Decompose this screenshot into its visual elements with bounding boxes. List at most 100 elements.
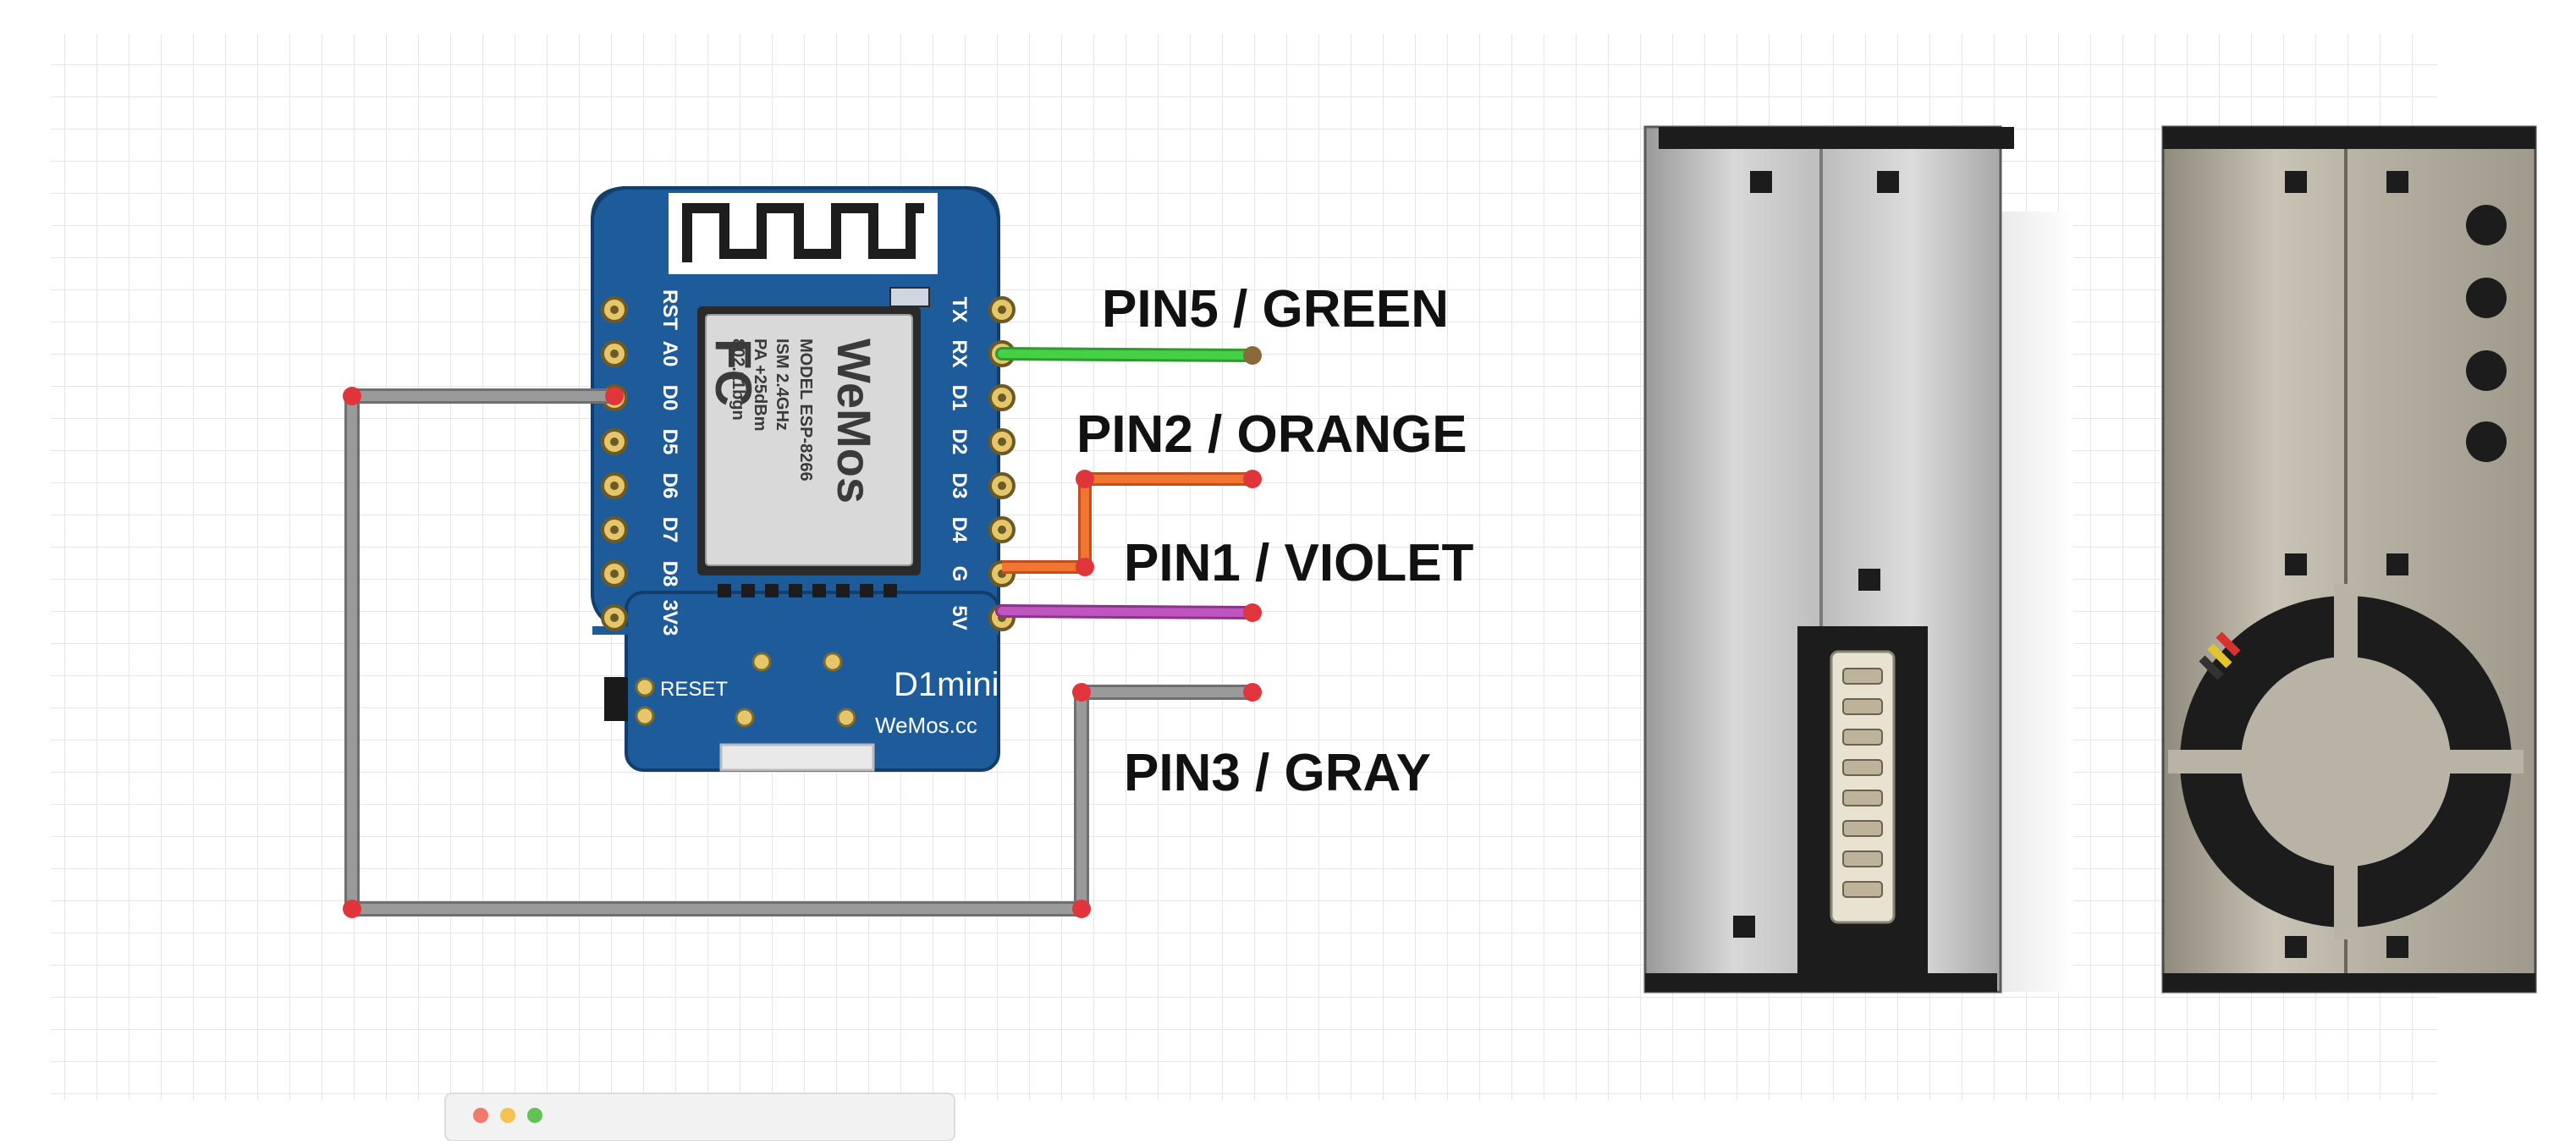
- reset-label: RESET: [660, 678, 728, 701]
- front-housing-hole: [2386, 171, 2408, 193]
- module-model-label: MODEL ESP-8266: [796, 339, 815, 482]
- green-wire: [998, 350, 1257, 360]
- connector-pin: [1842, 820, 1883, 837]
- front-housing-hole: [2285, 936, 2307, 958]
- module-pad: [789, 584, 802, 597]
- smd-component: [889, 287, 930, 307]
- reset-switch[interactable]: [604, 677, 628, 721]
- module-pa-label: PA +25dBm: [751, 339, 769, 431]
- connector-pin: [1842, 790, 1883, 806]
- wire-bend-marker: [343, 387, 361, 405]
- orange-wire: [1002, 475, 1252, 571]
- sensor-top-edge: [1659, 127, 2014, 149]
- partial-window-bar: [444, 1093, 955, 1142]
- wire-end-marker: [1243, 346, 1262, 365]
- board-pad: [823, 652, 843, 672]
- right-pin-label: TX: [948, 297, 971, 323]
- module-pad: [883, 584, 897, 597]
- connector-pin: [1842, 668, 1883, 685]
- module-brand-label: WeMos: [828, 339, 881, 504]
- left-pin-label: RST: [658, 289, 681, 330]
- sensor-front-bottom-edge: [2163, 973, 2535, 992]
- pm-sensor-connector-side: [1643, 125, 2073, 994]
- wemos-d1-mini-board: WeMos MODEL ESP-8266 ISM 2.4GHz PA +25dB…: [591, 186, 1016, 772]
- module-pads: [718, 584, 897, 597]
- left-pin-label: D8: [658, 561, 681, 587]
- front-housing-hole: [2285, 553, 2307, 575]
- gray-wire: [347, 391, 1252, 914]
- window-maximize-icon[interactable]: [527, 1108, 542, 1123]
- module-pad: [860, 584, 873, 597]
- left-pin-label: D7: [658, 517, 681, 543]
- fan-icon: [2168, 584, 2524, 939]
- connector-pin: [1842, 850, 1883, 867]
- wire-end-marker: [605, 387, 624, 405]
- vent-hole: [2466, 278, 2507, 318]
- vent-hole: [2466, 421, 2507, 462]
- gray-wire-label: PIN3 / GRAY: [1124, 744, 1431, 802]
- module-pad: [812, 584, 826, 597]
- housing-hole: [1858, 569, 1880, 591]
- brand-label: WeMos.cc: [875, 713, 977, 738]
- front-housing-hole: [2386, 553, 2408, 575]
- module-ism-label: ISM 2.4GHz: [773, 339, 791, 431]
- fcc-mark: FC: [705, 339, 762, 406]
- board-pad: [836, 707, 856, 728]
- connector-pin: [1842, 881, 1883, 898]
- module-pad: [836, 584, 850, 597]
- wire-bend-marker: [1076, 470, 1094, 488]
- orange-wire-label: PIN2 / ORANGE: [1076, 405, 1467, 464]
- wire-end-marker: [1243, 603, 1262, 622]
- right-pin-label: D2: [948, 429, 971, 455]
- module-label-group: WeMos MODEL ESP-8266 ISM 2.4GHz PA +25dB…: [705, 339, 881, 504]
- usb-port: [719, 743, 875, 772]
- connector-pins: [1842, 668, 1883, 898]
- wire-bend-marker: [1076, 558, 1094, 576]
- right-pin-label: G: [948, 566, 971, 582]
- esp-module-shield: [705, 314, 913, 566]
- pm-sensor-fan-side: [2161, 125, 2537, 994]
- left-pin-label: D6: [658, 473, 681, 499]
- left-pin-label: 3V3: [658, 600, 681, 636]
- model-label: D1mini: [894, 666, 999, 703]
- violet-wire: [998, 607, 1257, 617]
- board-pad: [751, 652, 772, 672]
- connector-pin: [1842, 698, 1883, 715]
- sensor-front-top-edge: [2163, 127, 2535, 149]
- housing-hole: [1750, 171, 1772, 193]
- sensor-side-edge: [1997, 212, 2073, 992]
- green-wire-label: PIN5 / GREEN: [1102, 280, 1449, 339]
- wires: [343, 346, 1262, 918]
- connector-pin: [1842, 759, 1883, 776]
- left-pin-label: A0: [658, 341, 681, 367]
- violet-wire-label: PIN1 / VIOLET: [1124, 534, 1474, 592]
- window-minimize-icon[interactable]: [500, 1108, 515, 1123]
- vent-hole: [2466, 205, 2507, 245]
- module-wifi-label: 802.11bgn: [729, 339, 747, 421]
- right-pin-label: D4: [948, 517, 971, 543]
- module-pad: [765, 584, 779, 597]
- housing-hole: [1877, 171, 1899, 193]
- module-pad: [741, 584, 755, 597]
- right-pin-label: D1: [948, 385, 971, 411]
- module-pad: [718, 584, 731, 597]
- left-pin-label: D0: [658, 385, 681, 411]
- vent-hole: [2466, 350, 2507, 391]
- reset-pad: [635, 677, 655, 697]
- housing-hole: [1733, 916, 1755, 938]
- right-pin-label: 5V: [948, 605, 971, 630]
- wire-end-marker: [1243, 683, 1262, 702]
- board-pad: [735, 707, 755, 728]
- wire-bend-marker: [343, 900, 361, 918]
- front-housing-hole: [2285, 171, 2307, 193]
- wire-bend-marker: [1072, 900, 1091, 918]
- sensor-bottom-edge: [1645, 973, 1997, 992]
- right-pin-label: RX: [948, 339, 971, 367]
- right-pin-label: D3: [948, 473, 971, 499]
- wire-end-marker: [1243, 470, 1262, 488]
- antenna-trace: [682, 203, 924, 262]
- window-close-icon[interactable]: [473, 1108, 488, 1123]
